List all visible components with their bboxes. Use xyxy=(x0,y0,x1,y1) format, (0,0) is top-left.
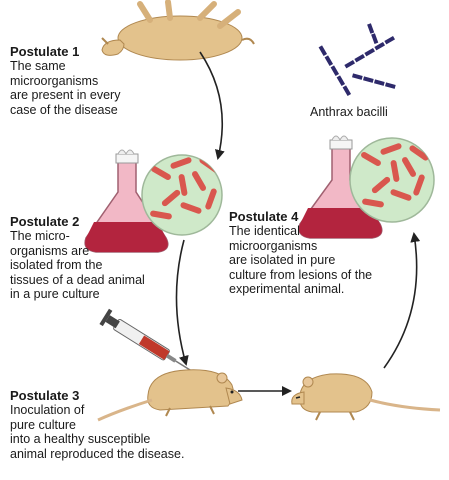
postulate-3-caption: Postulate 3 Inoculation of pure culture … xyxy=(10,388,210,461)
postulate-2-caption: Postulate 2 The micro- organisms are iso… xyxy=(10,214,150,302)
process-arrows xyxy=(175,51,421,396)
inoculated-mouse-illustration xyxy=(97,369,243,422)
culture-flask-left xyxy=(84,149,169,253)
postulate-1-text: The same microorganisms are present in e… xyxy=(10,59,121,117)
dead-sheep-illustration xyxy=(101,0,255,61)
sick-mouse-illustration xyxy=(291,373,441,421)
syringe-illustration xyxy=(99,308,198,376)
anthrax-bacilli-label: Anthrax bacilli xyxy=(310,105,388,119)
arrow-postulate-2-to-3 xyxy=(175,239,189,366)
postulate-2-title: Postulate 2 xyxy=(10,214,80,229)
culture-flask-right xyxy=(298,135,383,239)
postulate-3-title: Postulate 3 xyxy=(10,388,80,403)
postulate-1-caption: Postulate 1 The same microorganisms are … xyxy=(10,44,170,117)
petri-dish-right xyxy=(349,137,435,223)
arrow-sick-to-postulate-4 xyxy=(383,232,421,369)
postulate-3-text: Inoculation of pure culture into a healt… xyxy=(10,403,185,461)
postulate-4-caption: Postulate 4 The identical microorganisms… xyxy=(229,209,379,297)
anthrax-bacilli-illustration xyxy=(317,21,397,98)
arrow-postulate-1-to-2 xyxy=(199,51,225,160)
petri-dish-left xyxy=(141,154,223,236)
postulate-2-text: The micro- organisms are isolated from t… xyxy=(10,229,145,301)
postulate-4-text: The identical microorganisms are isolate… xyxy=(229,224,373,296)
postulate-1-title: Postulate 1 xyxy=(10,44,80,59)
postulate-4-title: Postulate 4 xyxy=(229,209,299,224)
